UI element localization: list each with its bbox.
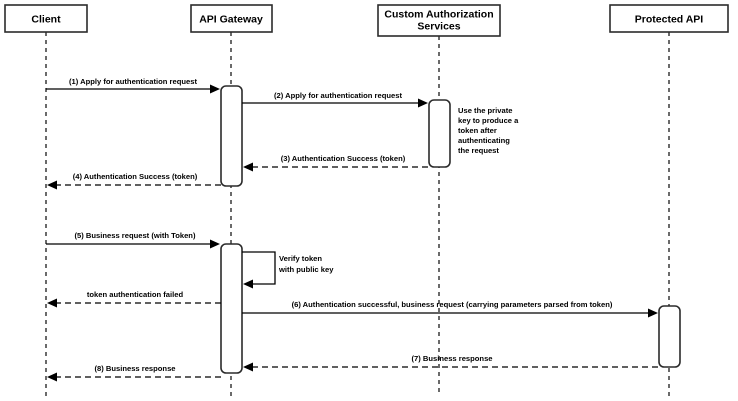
activation-gateway-auth xyxy=(220,85,243,187)
lifelines-group xyxy=(45,32,670,396)
note-private-key-line-2: key to produce a xyxy=(458,116,519,125)
note-private-key: Use the private key to produce a token a… xyxy=(458,106,519,155)
message-token-authentication-failed[interactable]: token authentication failed xyxy=(47,290,221,308)
message-2-arrowhead xyxy=(418,98,428,108)
participant-box-authsvc[interactable] xyxy=(377,4,501,37)
message-3[interactable]: (3) Authentication Success (token) xyxy=(243,154,428,172)
message-self-verify-token-label-line1: Verify token xyxy=(279,254,322,263)
note-private-key-line-5: the request xyxy=(458,146,499,155)
message-4-arrowhead xyxy=(47,180,57,190)
message-7-arrowhead xyxy=(243,362,253,372)
note-private-key-line-1: Use the private xyxy=(458,106,512,115)
participant-box-client[interactable] xyxy=(4,4,88,33)
participant-authsvc[interactable]: Custom Authorization Services xyxy=(377,4,501,37)
message-5[interactable]: (5) Business request (with Token) xyxy=(46,231,220,249)
activation-authsvc-work xyxy=(428,99,451,168)
message-7[interactable]: (7) Business response xyxy=(243,354,658,372)
participant-label-client: Client xyxy=(31,13,61,25)
message-5-arrowhead xyxy=(210,239,220,249)
message-token-authentication-failed-label: token authentication failed xyxy=(87,290,184,299)
activation-bars-group xyxy=(220,85,681,374)
participant-box-gateway[interactable] xyxy=(190,4,273,33)
message-7-label: (7) Business response xyxy=(411,354,492,363)
message-3-arrowhead xyxy=(243,162,253,172)
participant-label-authsvc-line1: Custom Authorization xyxy=(384,8,493,20)
activation-gateway-business xyxy=(220,243,243,374)
participant-label-authsvc-line2: Services xyxy=(417,20,460,32)
message-6-arrowhead xyxy=(648,308,658,318)
note-private-key-line-3: token after xyxy=(458,126,497,135)
activation-protected-work xyxy=(658,305,681,368)
participant-label-protected: Protected API xyxy=(635,13,704,25)
message-4[interactable]: (4) Authentication Success (token) xyxy=(47,172,221,190)
message-2[interactable]: (2) Apply for authentication request xyxy=(242,91,428,108)
message-8-arrowhead xyxy=(47,372,57,382)
participant-protected[interactable]: Protected API xyxy=(609,4,729,33)
message-self-verify-token[interactable]: Verify token with public key xyxy=(242,251,334,289)
message-self-verify-token-label-line2: with public key xyxy=(278,265,334,274)
participant-box-protected[interactable] xyxy=(609,4,729,33)
participant-gateway[interactable]: API Gateway xyxy=(190,4,273,33)
message-6-label: (6) Authentication successful, business … xyxy=(292,300,613,309)
participant-label-gateway: API Gateway xyxy=(199,13,263,25)
message-self-verify-token-arrowhead xyxy=(243,279,253,289)
message-8-label: (8) Business response xyxy=(94,364,175,373)
message-3-label: (3) Authentication Success (token) xyxy=(281,154,406,163)
message-5-label: (5) Business request (with Token) xyxy=(75,231,196,240)
message-token-authentication-failed-arrowhead xyxy=(47,298,57,308)
message-1[interactable]: (1) Apply for authentication request xyxy=(46,77,220,94)
note-private-key-line-4: authenticating xyxy=(458,136,510,145)
message-4-label: (4) Authentication Success (token) xyxy=(73,172,198,181)
message-8[interactable]: (8) Business response xyxy=(47,364,221,382)
participant-client[interactable]: Client xyxy=(4,4,88,33)
message-1-label: (1) Apply for authentication request xyxy=(69,77,197,86)
message-6[interactable]: (6) Authentication successful, business … xyxy=(242,300,658,318)
message-2-label: (2) Apply for authentication request xyxy=(274,91,402,100)
message-self-verify-token-path xyxy=(242,251,276,285)
message-1-arrowhead xyxy=(210,84,220,94)
